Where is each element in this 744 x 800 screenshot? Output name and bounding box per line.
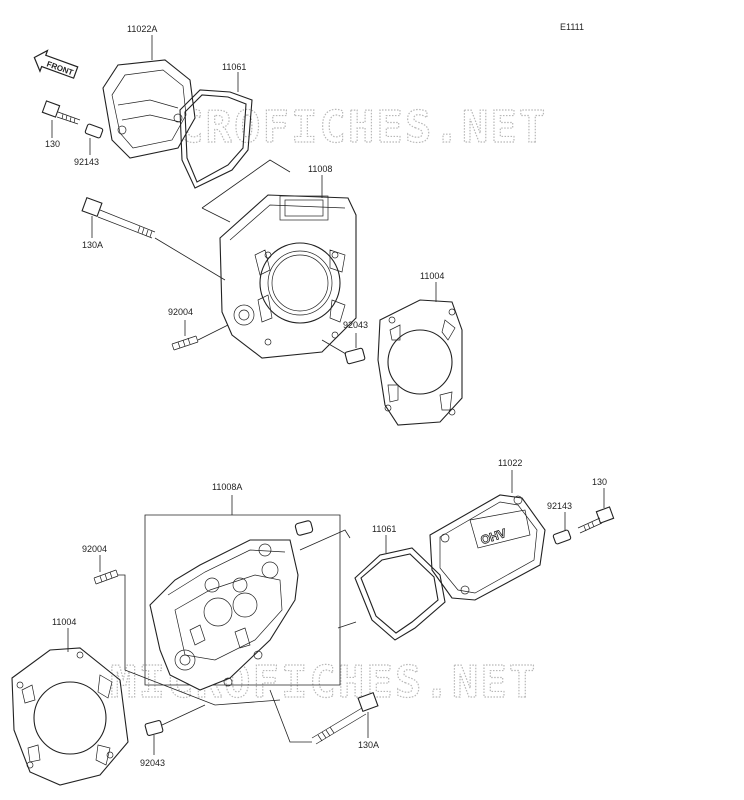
cylinder-head-11008A xyxy=(149,539,299,691)
label-92004-top: 92004 xyxy=(168,307,193,317)
label-11008A: 11008A xyxy=(212,482,242,492)
label-11061-top: 11061 xyxy=(222,62,246,72)
label-92004-bottom: 92004 xyxy=(82,544,107,554)
dowel-92143-bottom xyxy=(552,529,572,545)
label-92143-bottom: 92143 xyxy=(547,501,572,511)
label-130A-bottom: 130A xyxy=(358,740,379,750)
label-130-top: 130 xyxy=(45,139,60,149)
dowel-92143-top xyxy=(84,123,104,139)
bolt-130-bottom xyxy=(577,506,615,534)
bolt-130-top xyxy=(41,100,81,125)
bolt-130A-top xyxy=(81,196,156,239)
cylinder-11008 xyxy=(219,194,357,359)
label-92143-top: 92143 xyxy=(74,157,99,167)
group-bracket-11008A xyxy=(144,514,341,686)
head-gasket-bottom xyxy=(11,647,129,786)
front-arrow-icon: FRONT xyxy=(33,49,79,79)
head-gasket-top xyxy=(377,299,463,426)
label-130-bottom: 130 xyxy=(592,477,607,487)
dowel-92043-bottom xyxy=(144,720,164,736)
stud-92004-bottom xyxy=(93,569,119,585)
label-92043-top: 92043 xyxy=(343,320,368,330)
valve-cover-gasket-top xyxy=(179,89,253,189)
bolt-130A-bottom xyxy=(311,691,379,745)
label-11004-bottom: 11004 xyxy=(52,617,76,627)
label-11008: 11008 xyxy=(308,164,332,174)
label-130A-top: 130A xyxy=(82,240,103,250)
head-fitting xyxy=(294,520,314,536)
diagram-code: E1111 xyxy=(560,22,584,32)
label-92043-bottom: 92043 xyxy=(140,758,165,768)
valve-cover-top xyxy=(102,59,196,159)
label-11061-bottom: 11061 xyxy=(372,524,396,534)
valve-cover-bottom: OHV xyxy=(429,494,546,601)
dowel-92043-top xyxy=(344,347,366,365)
valve-cover-gasket-bottom xyxy=(354,547,446,641)
label-11022A: 11022A xyxy=(127,24,157,34)
label-11022: 11022 xyxy=(498,458,522,468)
stud-92004-top xyxy=(171,335,199,351)
label-11004-top: 11004 xyxy=(420,271,444,281)
